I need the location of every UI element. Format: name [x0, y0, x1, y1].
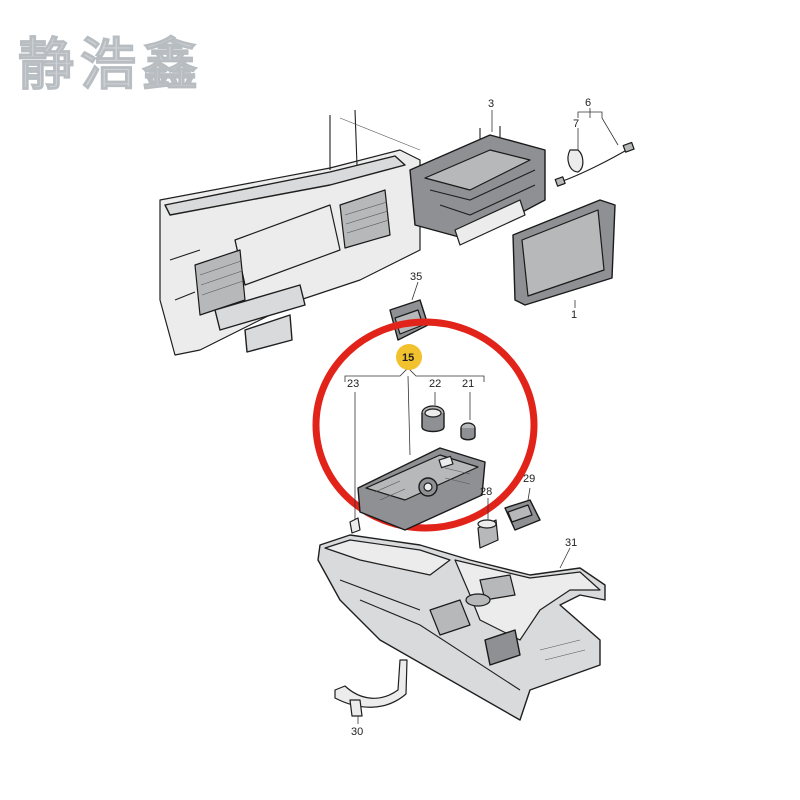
- part-23-clip: [349, 517, 361, 534]
- dashboard-panel: [159, 109, 421, 356]
- callout-28: 28: [480, 486, 492, 498]
- part-1-display: [512, 199, 616, 308]
- callout-3: 3: [488, 98, 494, 110]
- highlight-circle: [312, 318, 538, 532]
- highlight-badge: [396, 344, 422, 370]
- part-28-socket: [477, 498, 499, 549]
- part-29-switch-block: [504, 487, 541, 531]
- part-3-headunit-frame: [409, 110, 546, 246]
- watermark-text: 静浩鑫: [18, 32, 204, 98]
- callout-29: 29: [523, 473, 535, 485]
- part-6-cable: [554, 108, 635, 187]
- part-21-small-knob: [460, 422, 476, 441]
- callout-23: 23: [347, 378, 359, 390]
- part-15-control-panel: [357, 447, 486, 531]
- part-30-bracket: [334, 659, 408, 724]
- callout-30: 30: [351, 726, 363, 738]
- callout-22: 22: [429, 378, 441, 390]
- part-22-knob: [421, 405, 445, 433]
- callout-6: 6: [585, 97, 591, 109]
- callout-21: 21: [462, 378, 474, 390]
- callout-15: 15: [402, 352, 414, 364]
- part-7-clip: [567, 128, 584, 173]
- callout-35: 35: [410, 271, 422, 283]
- callout-31: 31: [565, 537, 577, 549]
- callout-7: 7: [573, 118, 579, 130]
- part-31-center-console: [317, 534, 606, 721]
- part-35-switch: [389, 281, 429, 341]
- callout-1: 1: [571, 309, 577, 321]
